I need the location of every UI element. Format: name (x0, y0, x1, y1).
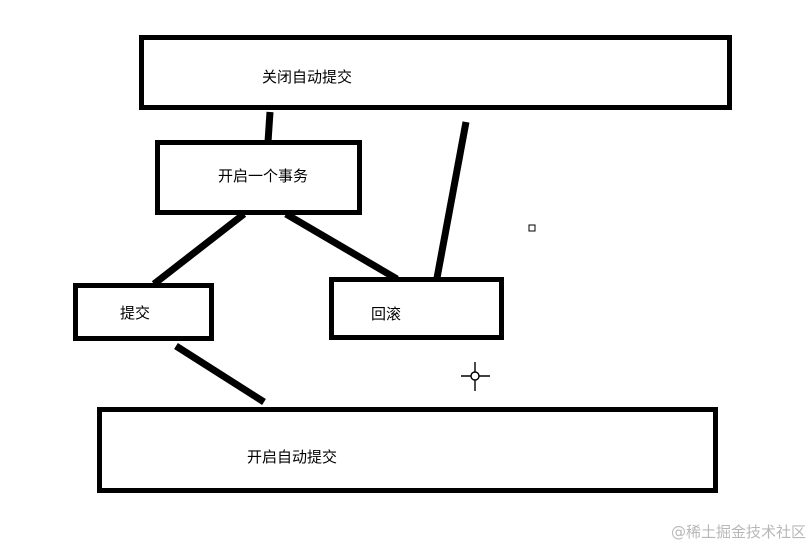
node-disable-autocommit: 关闭自动提交 (139, 35, 732, 110)
edge-disable-to-start (264, 111, 274, 143)
connector-lines (151, 111, 470, 405)
node-rollback: 回滚 (329, 277, 504, 340)
edge-commit-to-enable (174, 343, 266, 405)
crosshair-cursor-icon (461, 362, 490, 391)
edge-start-to-rollback (284, 210, 399, 283)
node-label: 回滚 (371, 305, 402, 323)
node-start-transaction: 开启一个事务 (155, 140, 362, 215)
node-label: 开启一个事务 (218, 167, 309, 185)
edge-rollback-to-disable (433, 121, 470, 279)
node-label: 提交 (120, 304, 151, 322)
node-enable-autocommit: 开启自动提交 (97, 407, 718, 493)
node-label: 关闭自动提交 (262, 68, 353, 86)
watermark: @稀土掘金技术社区 (670, 523, 806, 541)
small-square-marker (528, 224, 536, 232)
edge-start-to-commit (151, 211, 247, 287)
node-commit: 提交 (73, 283, 214, 341)
node-label: 开启自动提交 (247, 448, 338, 466)
